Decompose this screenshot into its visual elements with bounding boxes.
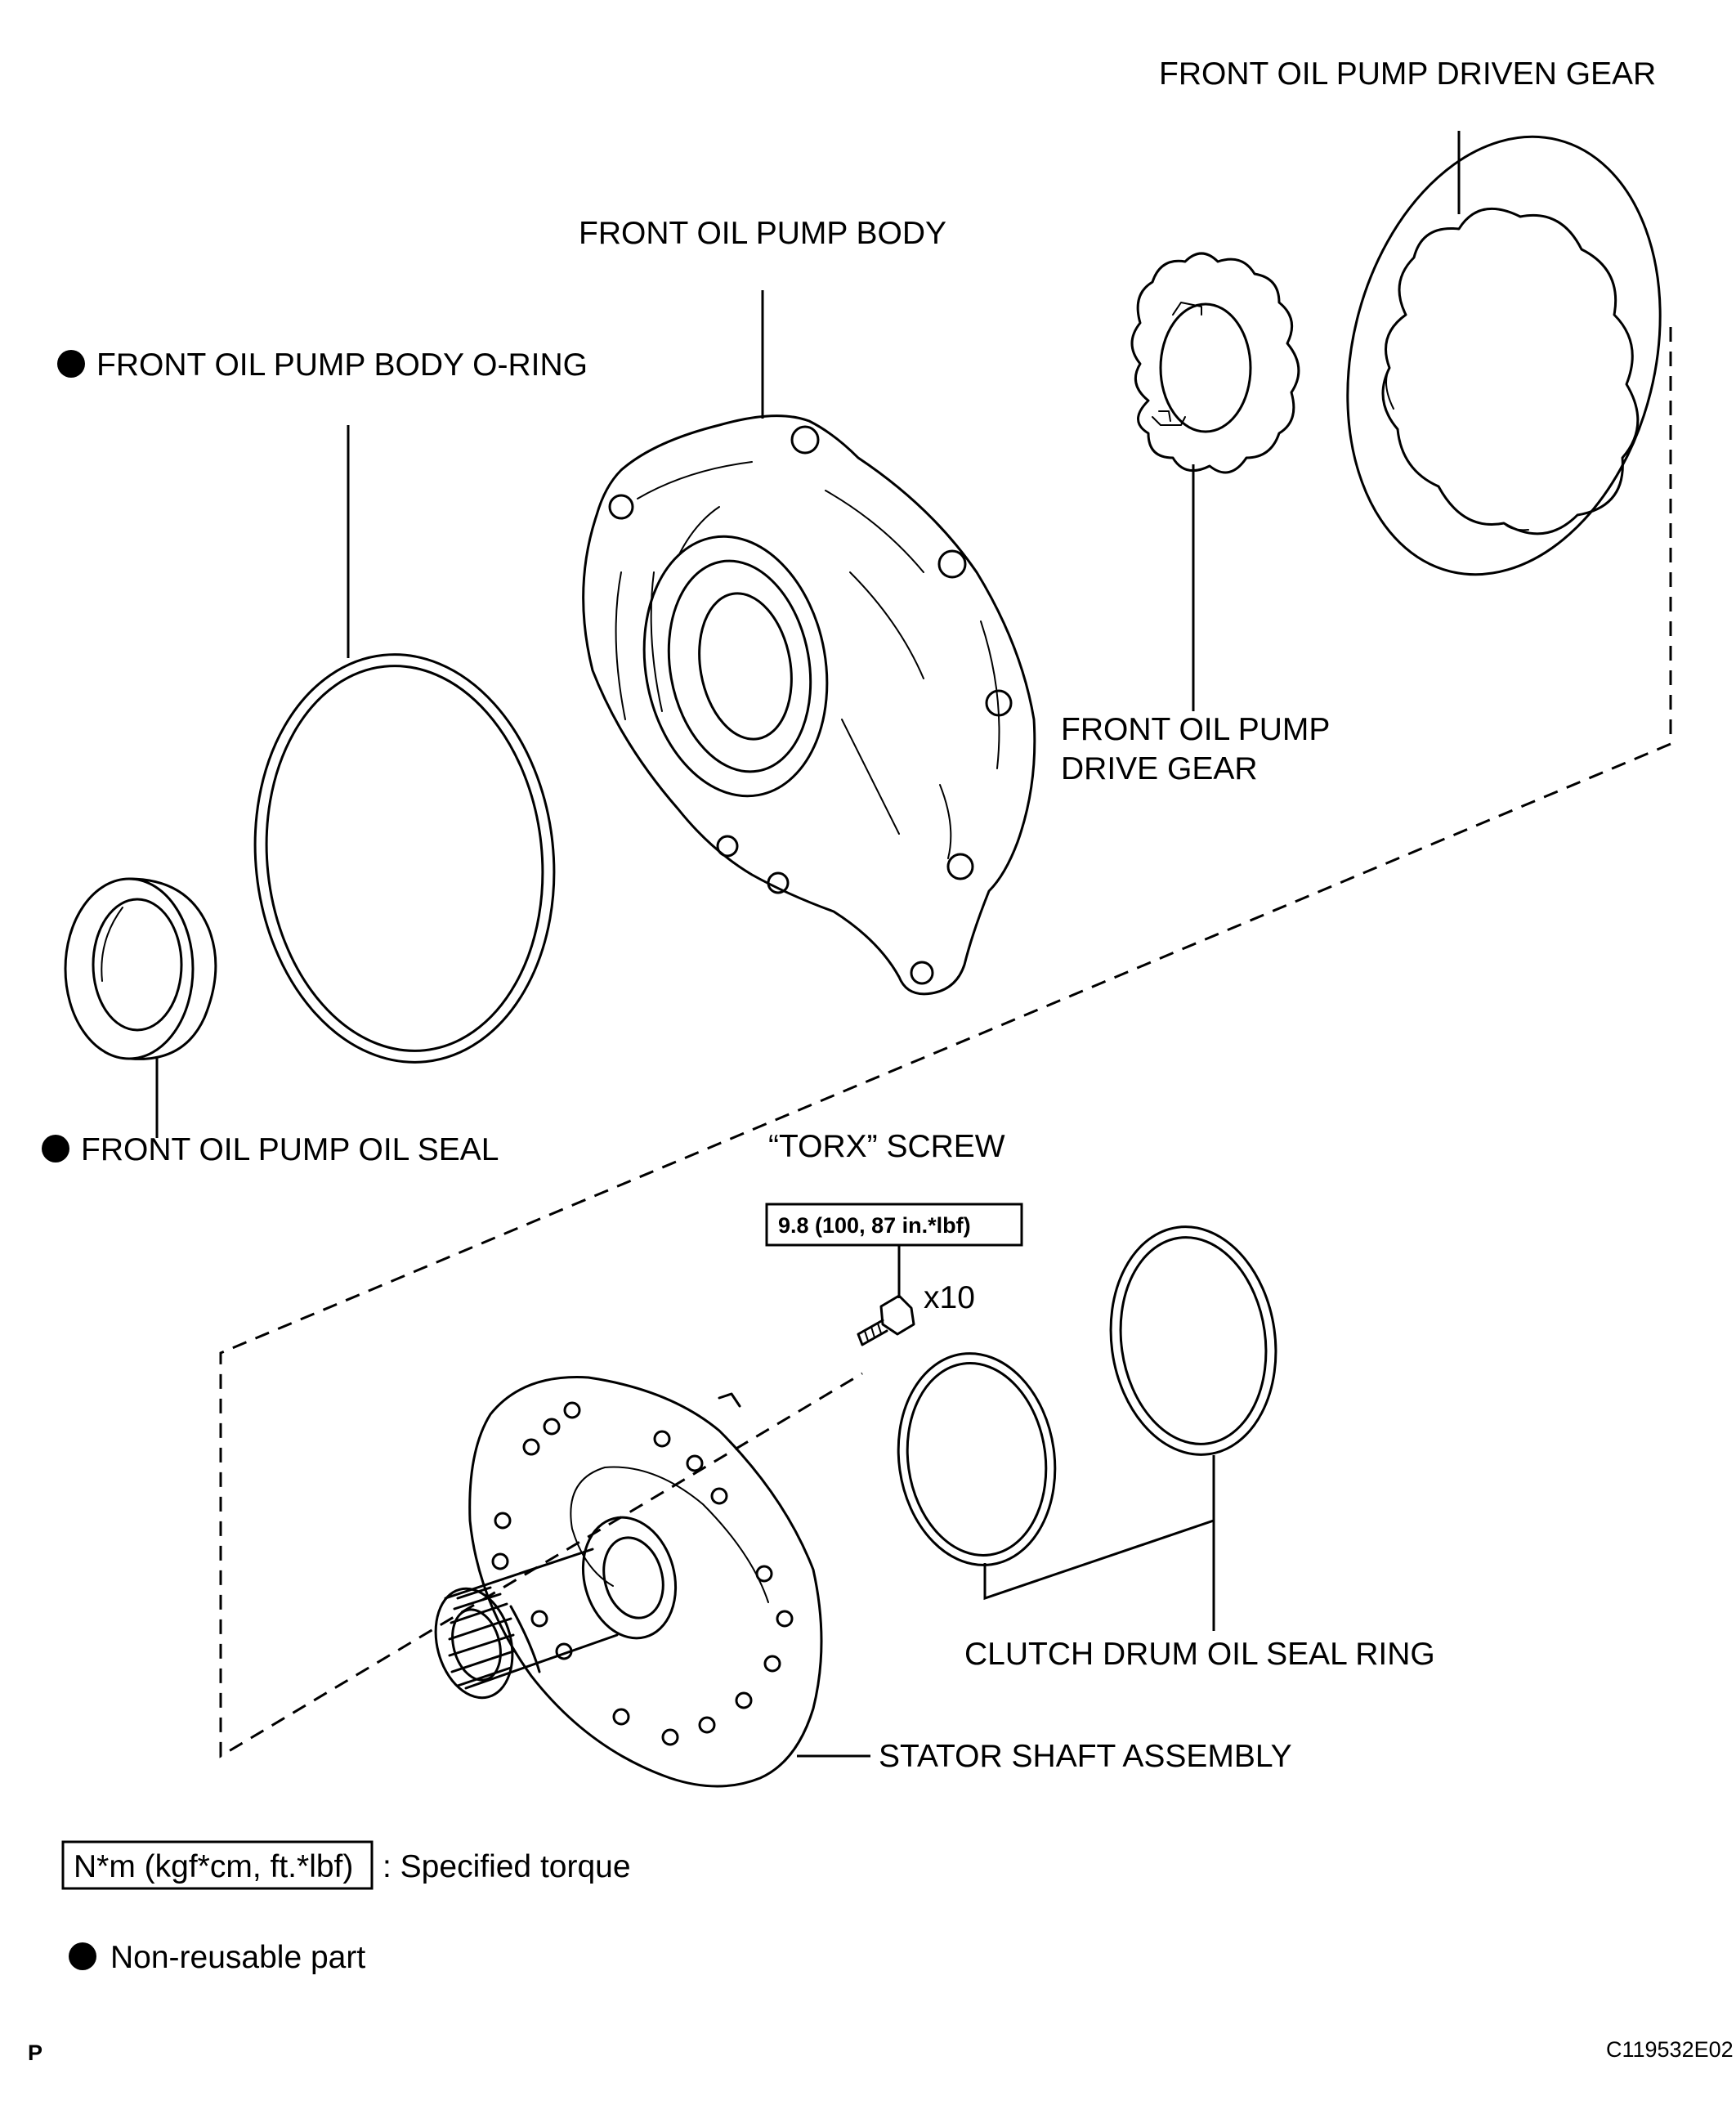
- legend-torque-units: N*m (kgf*cm, ft.*lbf): [74, 1849, 353, 1884]
- label-front-oil-pump-body: FRONT OIL PUMP BODY: [579, 216, 946, 251]
- legend-torque-box: [61, 1840, 374, 1890]
- legend-torque-description: : Specified torque: [383, 1849, 631, 1884]
- footer-left-code: P: [28, 2041, 43, 2065]
- legend-non-reusable-marker: [69, 1942, 96, 1970]
- torx-screw: [857, 1294, 915, 1346]
- label-front-oil-pump-driven-gear: FRONT OIL PUMP DRIVEN GEAR: [1159, 56, 1656, 92]
- label-front-oil-pump-drive-gear-line1: FRONT OIL PUMP: [1061, 712, 1330, 747]
- label-clutch-drum-oil-seal-ring: CLUTCH DRUM OIL SEAL RING: [964, 1637, 1435, 1672]
- leader-seal-ring: [983, 1518, 1215, 1631]
- label-screw-quantity: x10: [924, 1280, 975, 1315]
- front-oil-pump-body: [582, 414, 1036, 996]
- stator-shaft-assembly: [434, 1376, 823, 1788]
- non-reusable-marker-o-ring: [57, 350, 85, 378]
- legend-non-reusable-text: Non-reusable part: [110, 1940, 365, 1975]
- torque-spec-box: [765, 1203, 1023, 1247]
- front-oil-pump-oil-seal: [64, 877, 217, 1060]
- front-oil-pump-driven-gear: [1346, 135, 1662, 576]
- label-stator-shaft-assembly: STATOR SHAFT ASSEMBLY: [879, 1739, 1292, 1774]
- clutch-drum-oil-seal-ring-b: [1109, 1225, 1277, 1456]
- label-torx-screw: “TORX” SCREW: [768, 1129, 1005, 1164]
- label-front-oil-pump-drive-gear-line2: DRIVE GEAR: [1061, 751, 1258, 786]
- front-oil-pump-body-o-ring: [253, 653, 556, 1064]
- front-oil-pump-drive-gear: [1130, 252, 1300, 474]
- label-front-oil-pump-body-o-ring: FRONT OIL PUMP BODY O-RING: [96, 347, 588, 383]
- torque-spec-value: 9.8 (100, 87 in.*lbf): [778, 1213, 971, 1238]
- clutch-drum-oil-seal-ring-a: [897, 1352, 1057, 1566]
- figure-id: C119532E02: [1606, 2037, 1734, 2062]
- non-reusable-marker-oil-seal: [42, 1135, 69, 1162]
- assembly-boundary: [219, 327, 1672, 1758]
- label-front-oil-pump-oil-seal: FRONT OIL PUMP OIL SEAL: [81, 1132, 499, 1167]
